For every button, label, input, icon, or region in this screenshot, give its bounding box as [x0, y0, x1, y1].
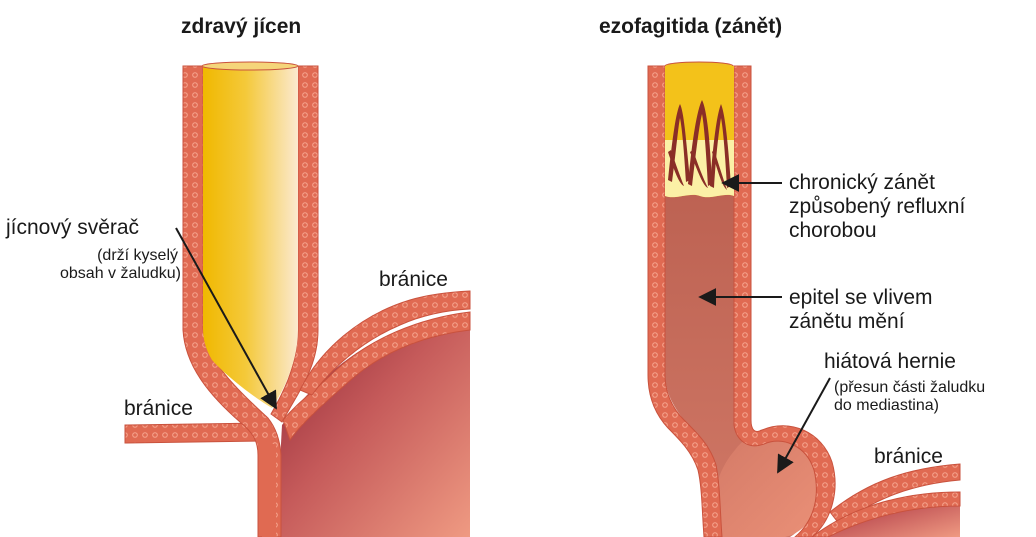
healthy-esophagus-opening — [202, 62, 298, 70]
epithelium-line-2: zánětu mění — [789, 310, 933, 334]
healthy-esophagus-illustration — [125, 62, 470, 537]
hernia-label: hiátová hernie — [824, 350, 956, 374]
inflammation-label: chronický zánět způsobený refluxní choro… — [789, 171, 965, 243]
inflammation-line-2: způsobený refluxní — [789, 195, 965, 219]
sphincter-note: (drží kyselý obsah v žaludku) — [60, 247, 178, 284]
esophagitis-panel-title: ezofagitida (zánět) — [599, 15, 782, 39]
healthy-panel-title: zdravý jícen — [181, 15, 301, 39]
inflammation-line-1: chronický zánět — [789, 171, 965, 195]
sphincter-note-line-1: (drží kyselý — [60, 247, 178, 265]
epithelium-line-1: epitel se vlivem — [789, 286, 933, 310]
esophagitis-diaphragm-label: bránice — [874, 445, 943, 469]
hernia-note-line-1: (přesun části žaludku — [834, 379, 985, 397]
diaphragm-label-left: bránice — [124, 397, 193, 421]
inflammation-line-3: chorobou — [789, 219, 965, 243]
sphincter-label: jícnový svěrač — [6, 216, 139, 240]
healthy-stomach-left-edge — [262, 440, 276, 537]
healthy-esophagus-lumen — [203, 66, 298, 408]
hernia-note-line-2: do mediastina) — [834, 397, 985, 415]
hernia-note: (přesun části žaludku do mediastina) — [834, 379, 985, 416]
epithelium-label: epitel se vlivem zánětu mění — [789, 286, 933, 334]
diaphragm-label-right: bránice — [379, 268, 448, 292]
sphincter-note-line-2: obsah v žaludku) — [60, 265, 178, 283]
